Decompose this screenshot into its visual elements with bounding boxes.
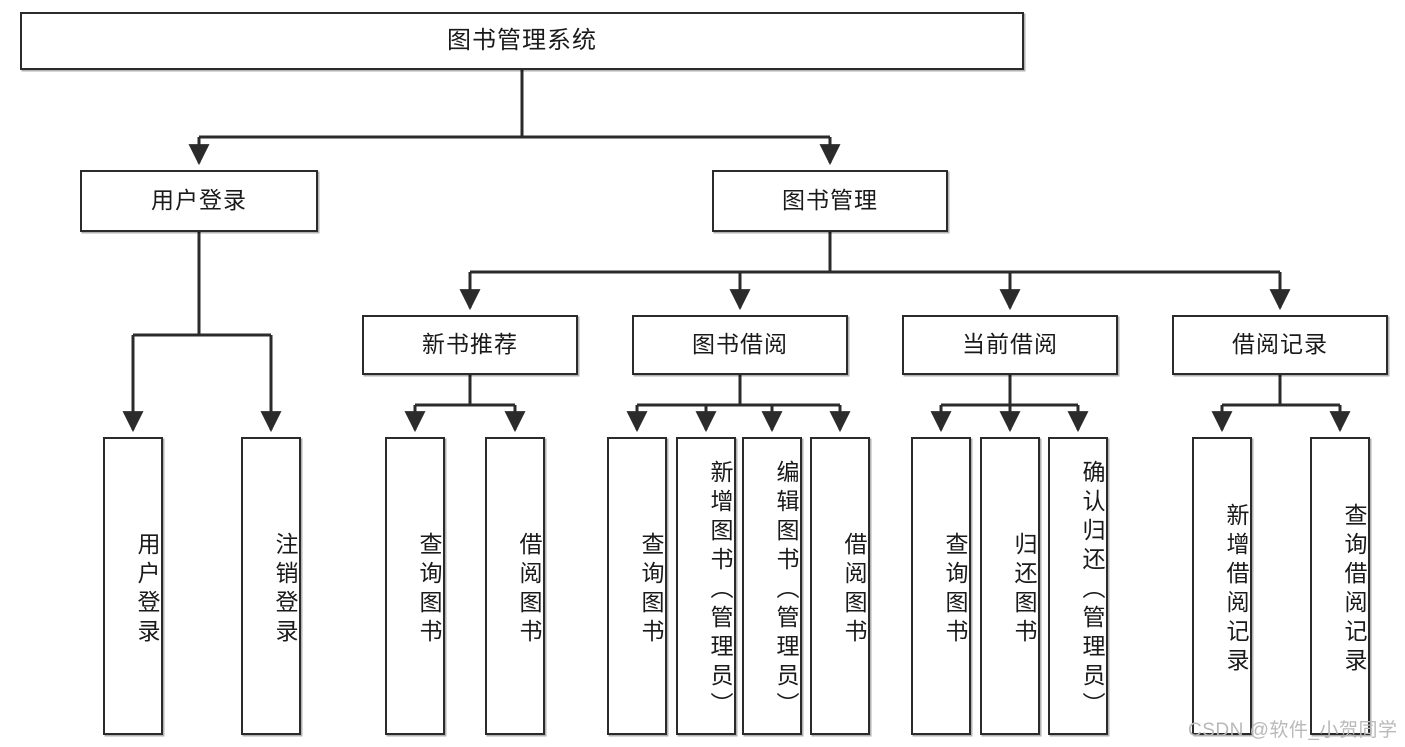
leaf-add-borrow-record[interactable]: 新增借阅记录 — [1192, 437, 1252, 735]
node-new-book-recommend[interactable]: 新书推荐 — [362, 315, 578, 375]
leaf-query-borrow-record[interactable]: 查询借阅记录 — [1310, 437, 1370, 735]
node-label: 当前借阅 — [962, 331, 1058, 358]
leaf-add-book-admin[interactable]: 新增图书（管理员） — [676, 437, 736, 735]
node-label: 编辑图书（管理员） — [773, 459, 799, 721]
node-label: 归还图书 — [1011, 532, 1037, 648]
node-label: 借阅记录 — [1232, 331, 1328, 358]
node-root-book-management-system[interactable]: 图书管理系统 — [20, 12, 1024, 70]
leaf-borrow-book[interactable]: 借阅图书 — [810, 437, 870, 735]
node-borrow-record[interactable]: 借阅记录 — [1172, 315, 1388, 375]
leaf-confirm-return-admin[interactable]: 确认归还（管理员） — [1048, 437, 1108, 735]
node-label: 新增图书（管理员） — [707, 459, 733, 721]
node-label: 借阅图书 — [516, 532, 542, 648]
node-label: 图书借阅 — [692, 331, 788, 358]
node-label: 确认归还（管理员） — [1079, 459, 1105, 721]
node-user-login[interactable]: 用户登录 — [80, 170, 318, 232]
node-label: 用户登录 — [134, 532, 160, 648]
node-book-borrow[interactable]: 图书借阅 — [632, 315, 848, 375]
leaf-return-book[interactable]: 归还图书 — [980, 437, 1040, 735]
node-label: 注销登录 — [272, 532, 298, 648]
leaf-user-login[interactable]: 用户登录 — [103, 437, 163, 735]
node-book-management[interactable]: 图书管理 — [712, 170, 948, 232]
node-label: 新增借阅记录 — [1223, 503, 1249, 677]
node-label: 查询图书 — [638, 532, 664, 648]
node-label: 图书管理 — [782, 187, 878, 214]
node-label: 用户登录 — [151, 187, 247, 214]
leaf-query-book-current[interactable]: 查询图书 — [911, 437, 971, 735]
leaf-edit-book-admin[interactable]: 编辑图书（管理员） — [742, 437, 802, 735]
leaf-borrow-book-recommend[interactable]: 借阅图书 — [485, 437, 545, 735]
node-label: 新书推荐 — [422, 331, 518, 358]
node-label: 图书管理系统 — [447, 26, 597, 54]
node-label: 查询图书 — [942, 532, 968, 648]
leaf-query-book-borrow[interactable]: 查询图书 — [607, 437, 667, 735]
leaf-logout-login[interactable]: 注销登录 — [241, 437, 301, 735]
node-label: 查询借阅记录 — [1341, 503, 1367, 677]
node-label: 借阅图书 — [841, 532, 867, 648]
leaf-query-book-recommend[interactable]: 查询图书 — [385, 437, 445, 735]
node-current-borrow[interactable]: 当前借阅 — [902, 315, 1118, 375]
node-label: 查询图书 — [416, 532, 442, 648]
